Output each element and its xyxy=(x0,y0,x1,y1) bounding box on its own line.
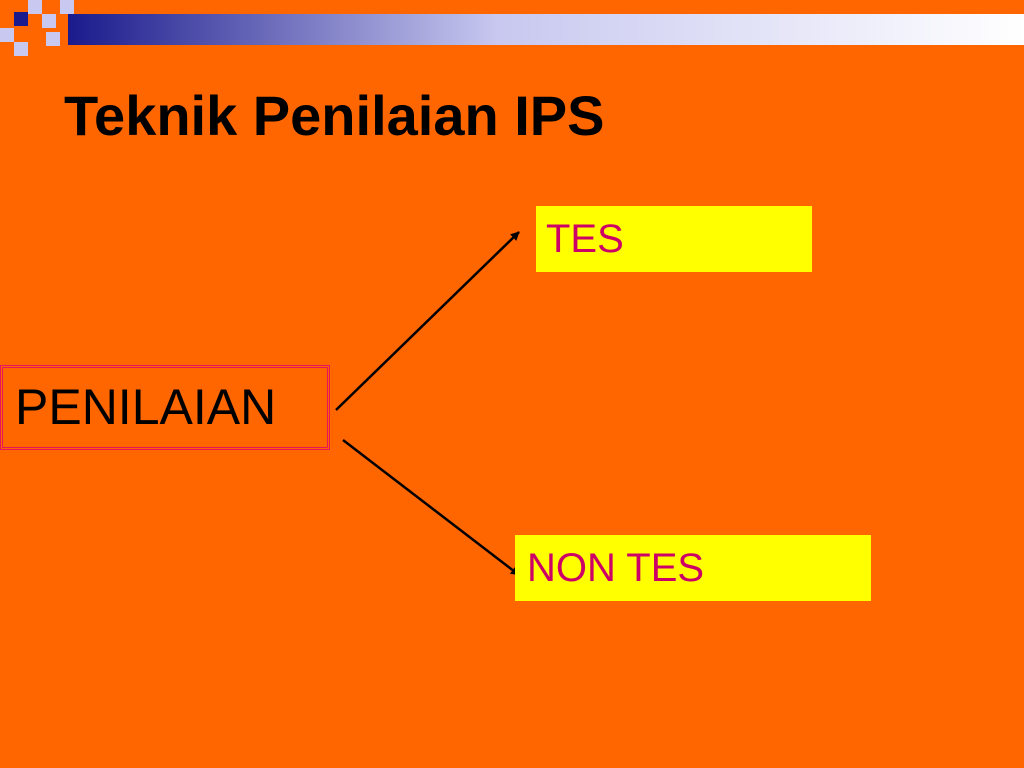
deco-bar xyxy=(68,14,1024,45)
node-tes-label: TES xyxy=(546,217,624,261)
deco-square-light xyxy=(42,14,56,28)
slide-corner-decoration xyxy=(0,0,1024,56)
deco-square-light xyxy=(60,0,74,14)
deco-square-light xyxy=(46,32,60,46)
node-non-tes: NON TES xyxy=(515,535,871,601)
slide-title: Teknik Penilaian IPS xyxy=(64,84,605,147)
deco-square-light xyxy=(28,0,42,14)
arrow-to-non-tes xyxy=(342,439,520,576)
deco-square-light xyxy=(0,28,14,42)
node-tes: TES xyxy=(536,206,812,272)
node-non-tes-label: NON TES xyxy=(527,546,705,590)
deco-square-navy xyxy=(14,12,28,26)
node-penilaian-label: PENILAIAN xyxy=(15,379,277,435)
node-penilaian: PENILAIAN xyxy=(0,365,330,450)
deco-square-light xyxy=(14,42,28,56)
arrow-to-tes xyxy=(335,231,520,411)
